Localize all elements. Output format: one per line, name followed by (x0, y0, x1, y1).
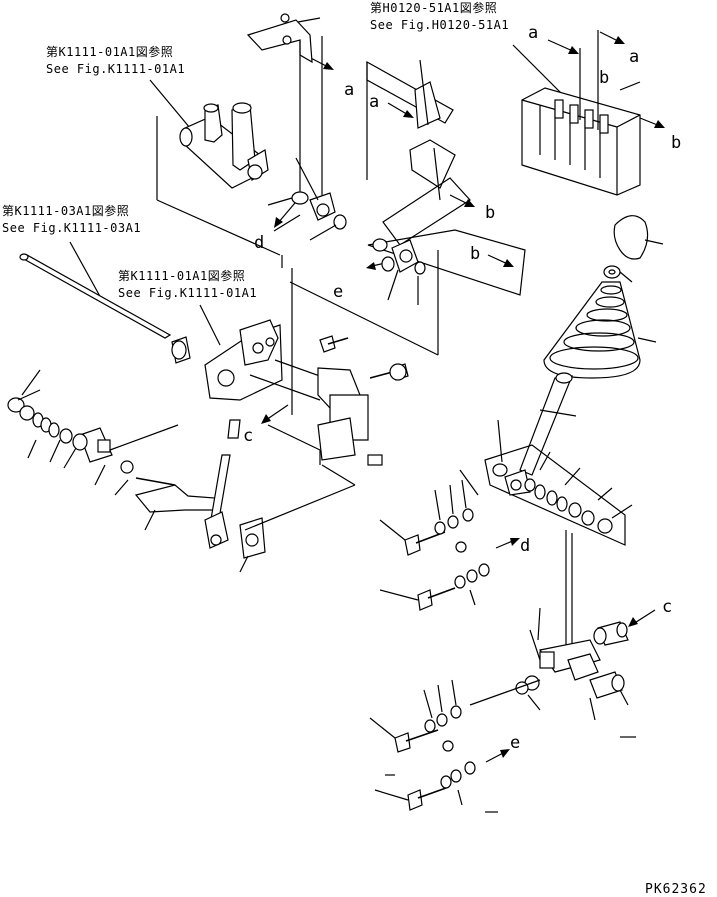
control-knob (613, 215, 664, 260)
callout-a: a (369, 92, 379, 112)
ref-left-jp: 第K1111-03A1図参照 (2, 203, 129, 218)
bolt-part (379, 479, 490, 611)
callout-e: e (333, 282, 343, 302)
ref-top-left-jp: 第K1111-01A1図参照 (46, 44, 173, 59)
callout-b: b (485, 203, 495, 223)
valve-block (521, 30, 641, 196)
rubber-boot (543, 281, 657, 379)
callout-c: c (662, 597, 672, 617)
leader-line (69, 241, 103, 301)
callout-a: a (528, 23, 538, 43)
washer-part (7, 369, 77, 469)
callout-c: c (243, 426, 253, 446)
callout-d: d (254, 233, 264, 253)
washer-part (267, 157, 347, 241)
ref-mid-jp: 第K1111-01A1図参照 (118, 268, 245, 283)
lever-rod (519, 372, 577, 476)
bolt-part (369, 679, 636, 813)
drawing-code: PK62362 (645, 882, 707, 897)
leader-line (149, 79, 191, 129)
callout-b: b (671, 133, 681, 153)
callout-a: a (344, 80, 354, 100)
leader-line (512, 44, 566, 98)
lever-part (109, 424, 356, 573)
callout-b: b (599, 68, 609, 88)
callout-b: b (470, 244, 480, 264)
ref-left-en: See Fig.K1111-03A1 (2, 221, 141, 235)
ref-top-left-en: See Fig.K1111-01A1 (46, 62, 185, 76)
arrow-indicator (261, 31, 665, 763)
middle-plate-assembly (289, 238, 439, 356)
callout-e: e (510, 733, 520, 753)
ref-mid-en: See Fig.K1111-01A1 (118, 286, 257, 300)
fitting-part (72, 427, 134, 496)
pipe-part (156, 102, 283, 268)
ref-top-right-jp: 第H0120-51A1図参照 (370, 0, 497, 15)
upper-plate-assembly (246, 13, 526, 296)
callout-d: d (520, 536, 530, 556)
nut-part (603, 265, 633, 283)
bolt-part (319, 335, 409, 381)
callout-a: a (629, 47, 639, 67)
lower-plate-assembly (459, 419, 633, 650)
linkage-part (469, 607, 629, 721)
ref-top-right-en: See Fig.H0120-51A1 (370, 18, 509, 32)
lever-part (204, 268, 383, 466)
rod-part (19, 253, 191, 364)
leader-line (199, 304, 221, 346)
